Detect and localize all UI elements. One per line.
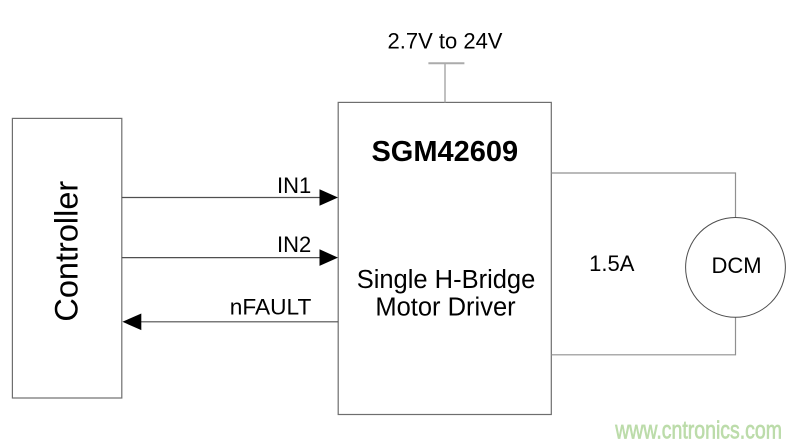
- svg-text:1.5A: 1.5A: [589, 251, 635, 276]
- svg-text:DCM: DCM: [712, 253, 762, 278]
- svg-text:www.cntronics.com: www.cntronics.com: [614, 416, 782, 444]
- svg-text:Single H-Bridge: Single H-Bridge: [357, 266, 536, 294]
- svg-text:SGM42609: SGM42609: [371, 136, 518, 168]
- svg-text:nFAULT: nFAULT: [230, 295, 312, 320]
- svg-text:2.7V to 24V: 2.7V to 24V: [388, 28, 503, 53]
- svg-text:Controller: Controller: [49, 181, 85, 322]
- svg-text:Motor Driver: Motor Driver: [375, 293, 516, 321]
- svg-text:IN2: IN2: [277, 232, 311, 257]
- svg-text:IN1: IN1: [277, 173, 311, 198]
